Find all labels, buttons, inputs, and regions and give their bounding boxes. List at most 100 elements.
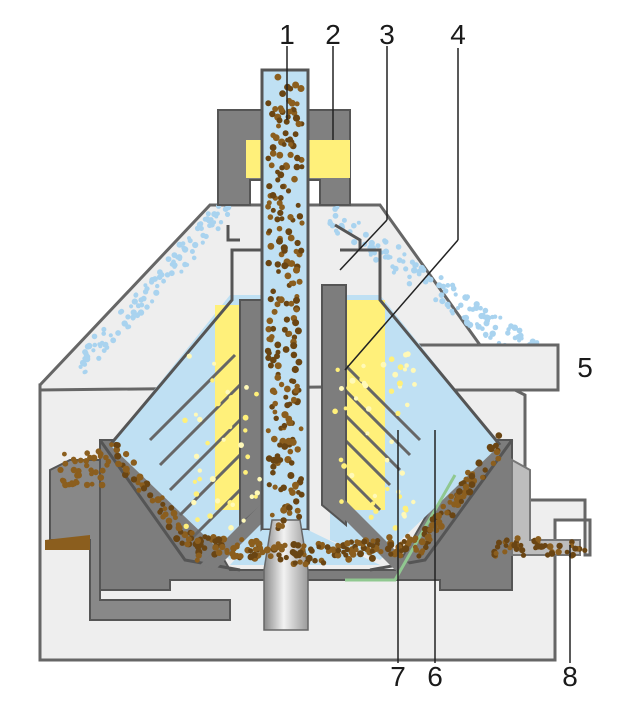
solid-particle <box>269 387 277 395</box>
light-phase-particle <box>220 475 227 481</box>
solid-particle <box>493 550 499 556</box>
solid-particle <box>159 495 165 501</box>
label-4: 4 <box>450 19 466 50</box>
solid-particle <box>269 192 277 199</box>
light-liquid-particle <box>172 264 177 269</box>
light-liquid-particle <box>150 299 155 304</box>
solid-particle <box>495 432 503 439</box>
solid-particle <box>287 234 295 242</box>
light-liquid-particle <box>135 313 140 319</box>
light-liquid-particle <box>96 355 102 361</box>
solid-particle <box>286 510 293 516</box>
solid-particle <box>115 460 122 467</box>
light-liquid-particle <box>351 239 358 246</box>
solid-particle <box>378 549 384 555</box>
solid-particle <box>399 548 404 554</box>
solid-particle <box>184 541 191 548</box>
solid-particle <box>295 202 301 208</box>
solid-particle <box>265 428 271 434</box>
solid-particle <box>292 81 300 89</box>
solid-particle <box>281 443 289 450</box>
light-phase-particle <box>193 453 200 459</box>
solid-particle <box>440 503 447 510</box>
light-liquid-particle <box>403 266 409 272</box>
solid-particle <box>265 354 272 361</box>
solid-particle <box>320 560 327 566</box>
solid-particle <box>503 543 509 548</box>
light-liquid-particle <box>224 211 231 217</box>
light-phase-particle <box>373 508 379 514</box>
light-phase-particle <box>397 364 404 370</box>
solid-particle <box>511 542 518 549</box>
solid-particle <box>286 504 293 512</box>
solid-particle <box>286 330 293 337</box>
solid-particle <box>265 259 272 267</box>
solid-particle <box>83 481 91 489</box>
solid-particle <box>170 509 178 517</box>
solid-particle <box>462 483 470 491</box>
solid-particle <box>514 535 521 542</box>
light-liquid-particle <box>413 262 419 268</box>
light-liquid-particle <box>204 216 211 223</box>
solid-particle <box>77 457 84 464</box>
solid-particle <box>401 539 407 544</box>
solid-particle <box>520 552 527 558</box>
light-liquid-particle <box>198 226 204 231</box>
solid-particle <box>344 546 350 553</box>
solid-particle <box>299 164 305 170</box>
light-liquid-particle <box>406 281 413 287</box>
solid-particle <box>299 220 305 226</box>
solid-particle <box>456 488 463 495</box>
solid-particle <box>301 543 307 549</box>
light-liquid-particle <box>482 307 489 314</box>
light-liquid-particle <box>135 303 141 309</box>
solid-particle <box>291 175 298 183</box>
light-liquid-particle <box>332 212 339 219</box>
light-liquid-particle <box>164 272 171 278</box>
solid-particle <box>205 535 211 541</box>
solid-particle <box>369 548 375 554</box>
light-phase-particle <box>404 363 409 368</box>
solid-particle <box>458 498 464 504</box>
solid-particle <box>308 546 314 552</box>
light-liquid-particle <box>390 264 395 269</box>
light-liquid-particle <box>478 305 483 311</box>
solid-particle <box>89 471 94 477</box>
solid-particle <box>405 533 411 539</box>
light-liquid-particle <box>153 289 160 296</box>
solid-particle <box>296 213 304 220</box>
light-liquid-particle <box>368 239 375 247</box>
solid-particle <box>276 200 283 206</box>
solid-particle <box>386 534 393 541</box>
solid-particle <box>280 506 288 514</box>
solid-particle <box>266 350 272 356</box>
light-liquid-particle <box>142 289 149 295</box>
solid-particle <box>57 466 64 473</box>
solid-particle <box>582 547 588 553</box>
solid-particle <box>168 505 175 511</box>
light-liquid-particle <box>156 274 163 281</box>
solid-particle <box>282 130 289 137</box>
solid-particle <box>296 278 303 285</box>
solid-particles <box>57 73 588 568</box>
light-phase-particle <box>205 440 210 446</box>
light-phase-particle <box>396 380 403 387</box>
solid-particle <box>277 171 285 179</box>
light-liquid-particle <box>143 283 148 288</box>
solid-particle <box>215 536 223 544</box>
solid-particle <box>292 319 300 327</box>
solid-particle <box>388 551 394 557</box>
solid-particle <box>294 154 301 162</box>
solid-particle <box>248 538 256 547</box>
solid-particle <box>276 151 284 159</box>
light-liquid-particle <box>362 231 369 238</box>
solid-particle <box>175 524 183 532</box>
solid-particle <box>555 548 562 556</box>
solid-particle <box>279 90 286 97</box>
solid-particle <box>135 480 141 486</box>
solid-particle <box>296 490 301 495</box>
solid-particle <box>281 262 289 270</box>
solid-particle <box>293 387 299 394</box>
solid-particle <box>267 296 274 303</box>
solid-particle <box>284 385 291 393</box>
